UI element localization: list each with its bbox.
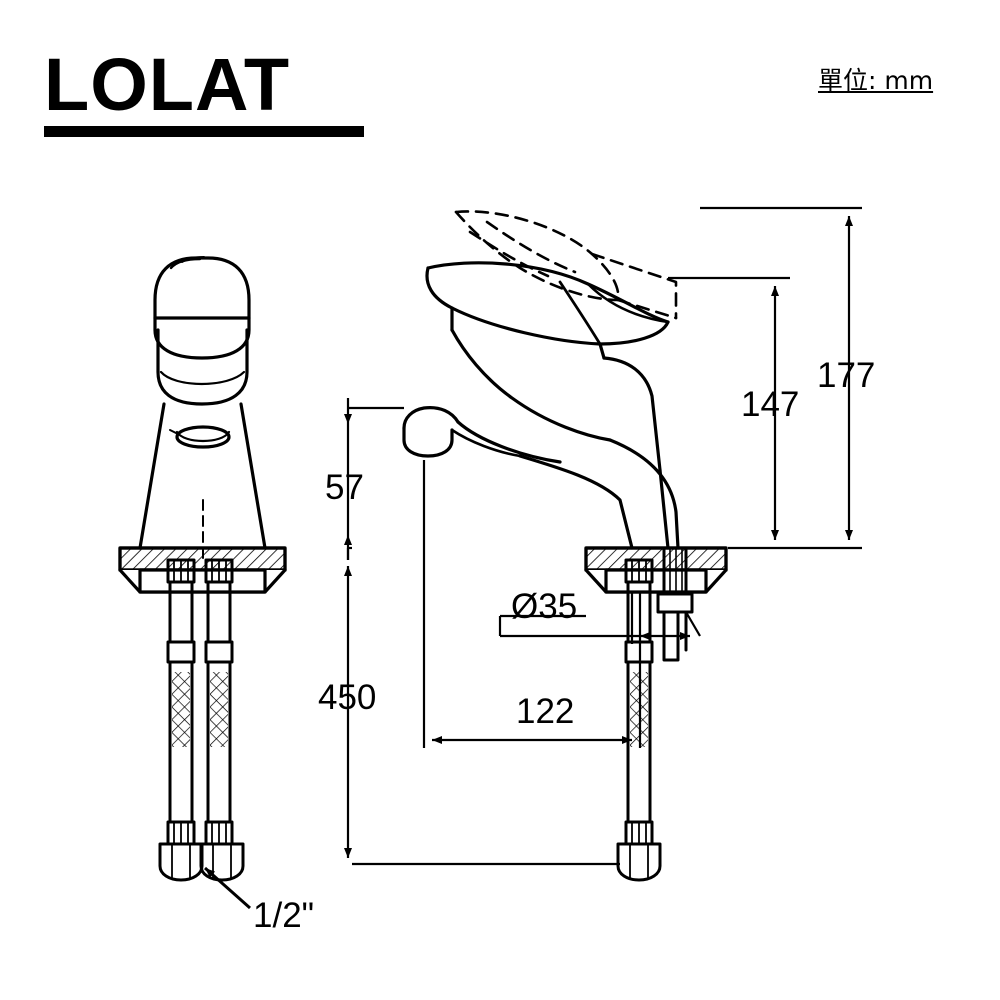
dimension-lever-height: 147 — [741, 385, 800, 424]
side-view — [402, 210, 728, 882]
unit-note: 單位: mm — [818, 66, 934, 95]
front-view — [118, 256, 287, 882]
dimension-lines — [344, 206, 862, 866]
dimension-overall-height: 177 — [817, 356, 876, 395]
thread-size-leader — [204, 866, 251, 910]
brand-logo: LOLAT — [44, 43, 291, 126]
dimension-spout-reach: 122 — [516, 692, 575, 731]
dimension-thread-size: 1/2" — [253, 896, 315, 935]
dimension-spout-height: 57 — [325, 468, 364, 507]
dimension-hose-length: 450 — [318, 678, 377, 717]
dimension-hole-diameter: Ø35 — [511, 587, 578, 626]
brand-underline — [44, 126, 364, 137]
